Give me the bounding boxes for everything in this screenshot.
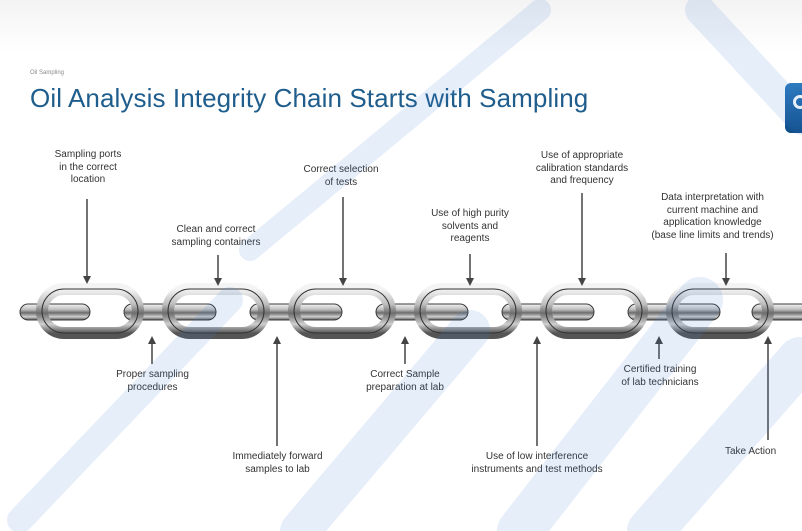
label-sample-preparation: Correct Sample preparation at lab xyxy=(366,369,444,393)
label-take-action: Take Action xyxy=(725,446,777,457)
breadcrumb: Oil Sampling xyxy=(30,70,65,76)
label-low-interference: Use of low interference instruments and … xyxy=(471,451,603,475)
label-test-selection: Correct selection of tests xyxy=(303,164,379,188)
label-sampling-ports: Sampling ports in the correct location xyxy=(54,149,122,185)
logo-ring-icon xyxy=(793,95,802,109)
label-clean-containers: Clean and correct sampling containers xyxy=(171,224,261,248)
label-high-purity: Use of high purity solvents and reagents xyxy=(431,208,509,244)
chain-face-links xyxy=(36,283,774,339)
header-band xyxy=(0,0,802,52)
slide-title: Oil Analysis Integrity Chain Starts with… xyxy=(30,83,589,113)
label-proper-procedures: Proper sampling procedures xyxy=(116,369,189,393)
label-certified-training: Certified training of lab technicians xyxy=(621,364,699,388)
label-data-interpretation: Data interpretation with current machine… xyxy=(651,192,774,241)
top-arrows xyxy=(83,193,730,286)
label-calibration: Use of appropriate calibration standards… xyxy=(535,150,629,186)
bottom-arrows xyxy=(148,336,772,446)
company-logo xyxy=(785,83,802,133)
label-forward-samples: Immediately forward samples to lab xyxy=(232,451,323,475)
